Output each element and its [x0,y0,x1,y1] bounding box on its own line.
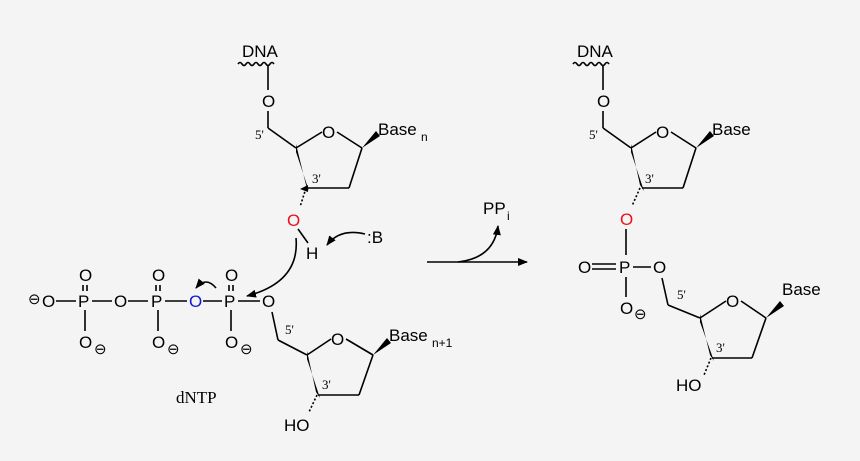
bond [740,300,767,319]
charge-symbol: ⊖ [240,341,253,358]
base-catalyst: :B [367,228,383,247]
oxygen-atom: O [79,266,92,285]
bond [699,300,727,319]
oxygen-atom: O [262,292,275,311]
dntp-molecule: ⊖ O P O O ⊖ O P O O ⊖ O P O O ⊖ O 5' [28,266,453,435]
bond [297,228,309,244]
pos3-label: 3' [322,377,331,392]
bond [667,304,701,319]
pos3-label: 3' [645,171,654,186]
base-label: Base [378,120,417,139]
hashed-bond [299,187,307,208]
charge-symbol: ⊖ [167,341,180,358]
oxygen-atom: O [653,258,666,277]
new-ester-oxygen: O [620,210,633,229]
pos5-label: 5' [589,127,598,142]
base-label: Base [782,280,821,299]
pos5-label: 5' [677,287,686,302]
bond [348,147,363,189]
phosphorus-gamma: P [78,292,89,311]
phosphorus-atom: P [619,258,630,277]
deprotonation-arrow [326,231,366,246]
byproduct-subscript: i [507,209,510,223]
oxygen-atom: O [152,266,165,285]
oxygen-atom: O [225,266,238,285]
primer-nucleotide: DNA O 5' O Base n 3' O H :B [237,42,428,298]
byproduct-arrow [457,225,501,263]
charge-symbol: ⊖ [28,291,41,308]
ring-oxygen: O [331,330,344,349]
bond [661,277,669,306]
oxygen-atom: O [225,333,238,352]
base-label: Base [389,326,428,345]
bond [271,311,279,341]
hashed-bond [703,357,712,376]
wedge-bond [696,131,714,148]
charge-symbol: ⊖ [94,341,107,358]
bond-cleavage-arrow [195,278,217,289]
bond [602,127,632,149]
pos5-label: 5' [255,127,264,142]
bond [336,131,363,149]
oxygen-atom: O [597,92,610,111]
dntp-label: dNTP [176,388,217,407]
hydroxyl-label: HO [676,376,702,395]
phosphorus-alpha: P [224,292,235,311]
wedge-bond [373,338,391,355]
hydroxyl-label: HO [284,416,310,435]
bond [670,131,697,149]
pos3-label: 3' [312,171,321,186]
oxygen-atom: O [152,333,165,352]
hashed-bond [308,394,318,413]
bond [306,338,332,356]
bond [267,127,297,149]
wedge-bond [362,131,380,148]
wedge-bond [700,314,714,361]
dna-label: DNA [577,42,614,61]
ring-oxygen: O [322,123,335,142]
wedge-bond [631,144,644,191]
oxygen-atom: O [578,258,591,277]
ring-oxygen: O [656,123,669,142]
product-molecule: DNA O 5' O Base 3' O O P O O ⊖ 5' O [572,42,821,395]
hydrogen-atom: H [306,244,318,263]
bond [682,147,697,189]
oxygen-atom: O [262,92,275,111]
oxygen-atom: O [42,292,55,311]
bond [277,339,308,356]
hashed-bond [631,187,641,207]
wedge-bond [296,144,309,191]
oxygen-atom: O [620,299,633,318]
nucleophile-oxygen: O [287,211,300,230]
attack-arrow [246,237,298,298]
base-subscript: n+1 [432,336,453,350]
base-label: Base [712,120,751,139]
wedge-bond [307,351,320,398]
pos3-label: 3' [716,340,725,355]
bond [358,354,374,396]
leaving-oxygen: O [189,292,202,311]
bond [630,131,657,149]
oxygen-atom: O [79,333,92,352]
base-subscript: n [421,130,428,144]
ring-oxygen: O [726,292,739,311]
wedge-bond [300,185,308,192]
dna-label: DNA [242,42,279,61]
phosphorus-beta: P [151,292,162,311]
reaction-arrow: PP i [427,199,528,266]
wedge-bond [766,301,784,318]
oxygen-atom: O [114,292,127,311]
charge-symbol: ⊖ [634,306,647,323]
pos5-label: 5' [285,322,294,337]
bond [751,317,767,359]
bond [295,131,323,149]
bond [345,338,374,356]
byproduct-label: PP [483,199,506,218]
